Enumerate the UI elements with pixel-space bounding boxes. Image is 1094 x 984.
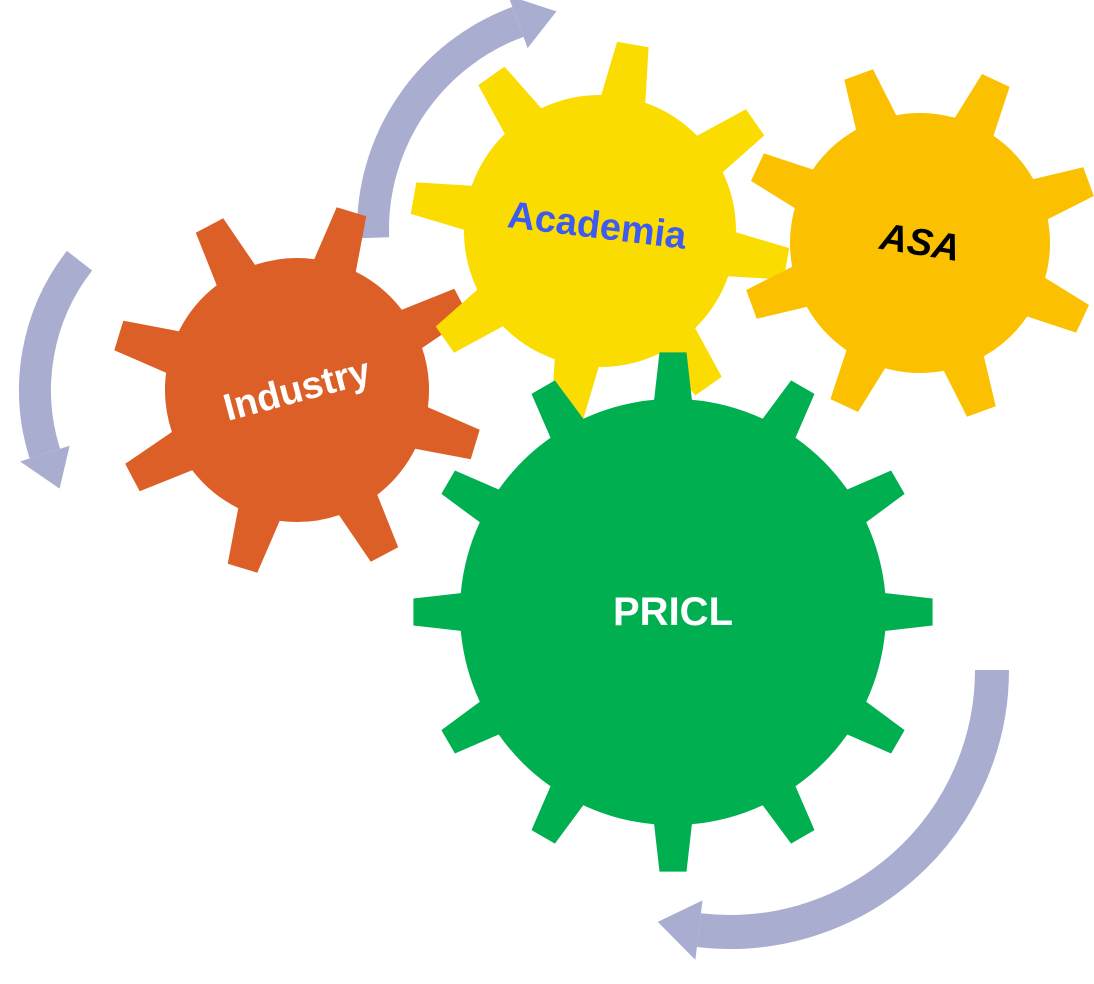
gear-industry: Industry — [114, 207, 480, 573]
gear-pricl-shape — [413, 352, 933, 872]
arrow-top-shaft — [357, 6, 524, 239]
gear-industry-shape — [114, 207, 480, 573]
rotation-arrows — [19, 0, 1009, 960]
arrow-top-head — [509, 0, 557, 49]
arrow-left-shaft — [19, 250, 93, 459]
arrow-left-head — [20, 445, 70, 489]
gear-academia-shape — [410, 41, 790, 421]
arrow-bottom-shaft — [696, 669, 1009, 949]
gear-pricl: PRICL — [413, 352, 933, 872]
gear-asa: ASA — [746, 69, 1094, 417]
gear-asa-shape — [746, 69, 1094, 417]
arrow-bottom-head — [657, 900, 703, 960]
gear-pricl-label: PRICL — [613, 590, 733, 634]
gear-academia: Academia — [410, 41, 790, 421]
